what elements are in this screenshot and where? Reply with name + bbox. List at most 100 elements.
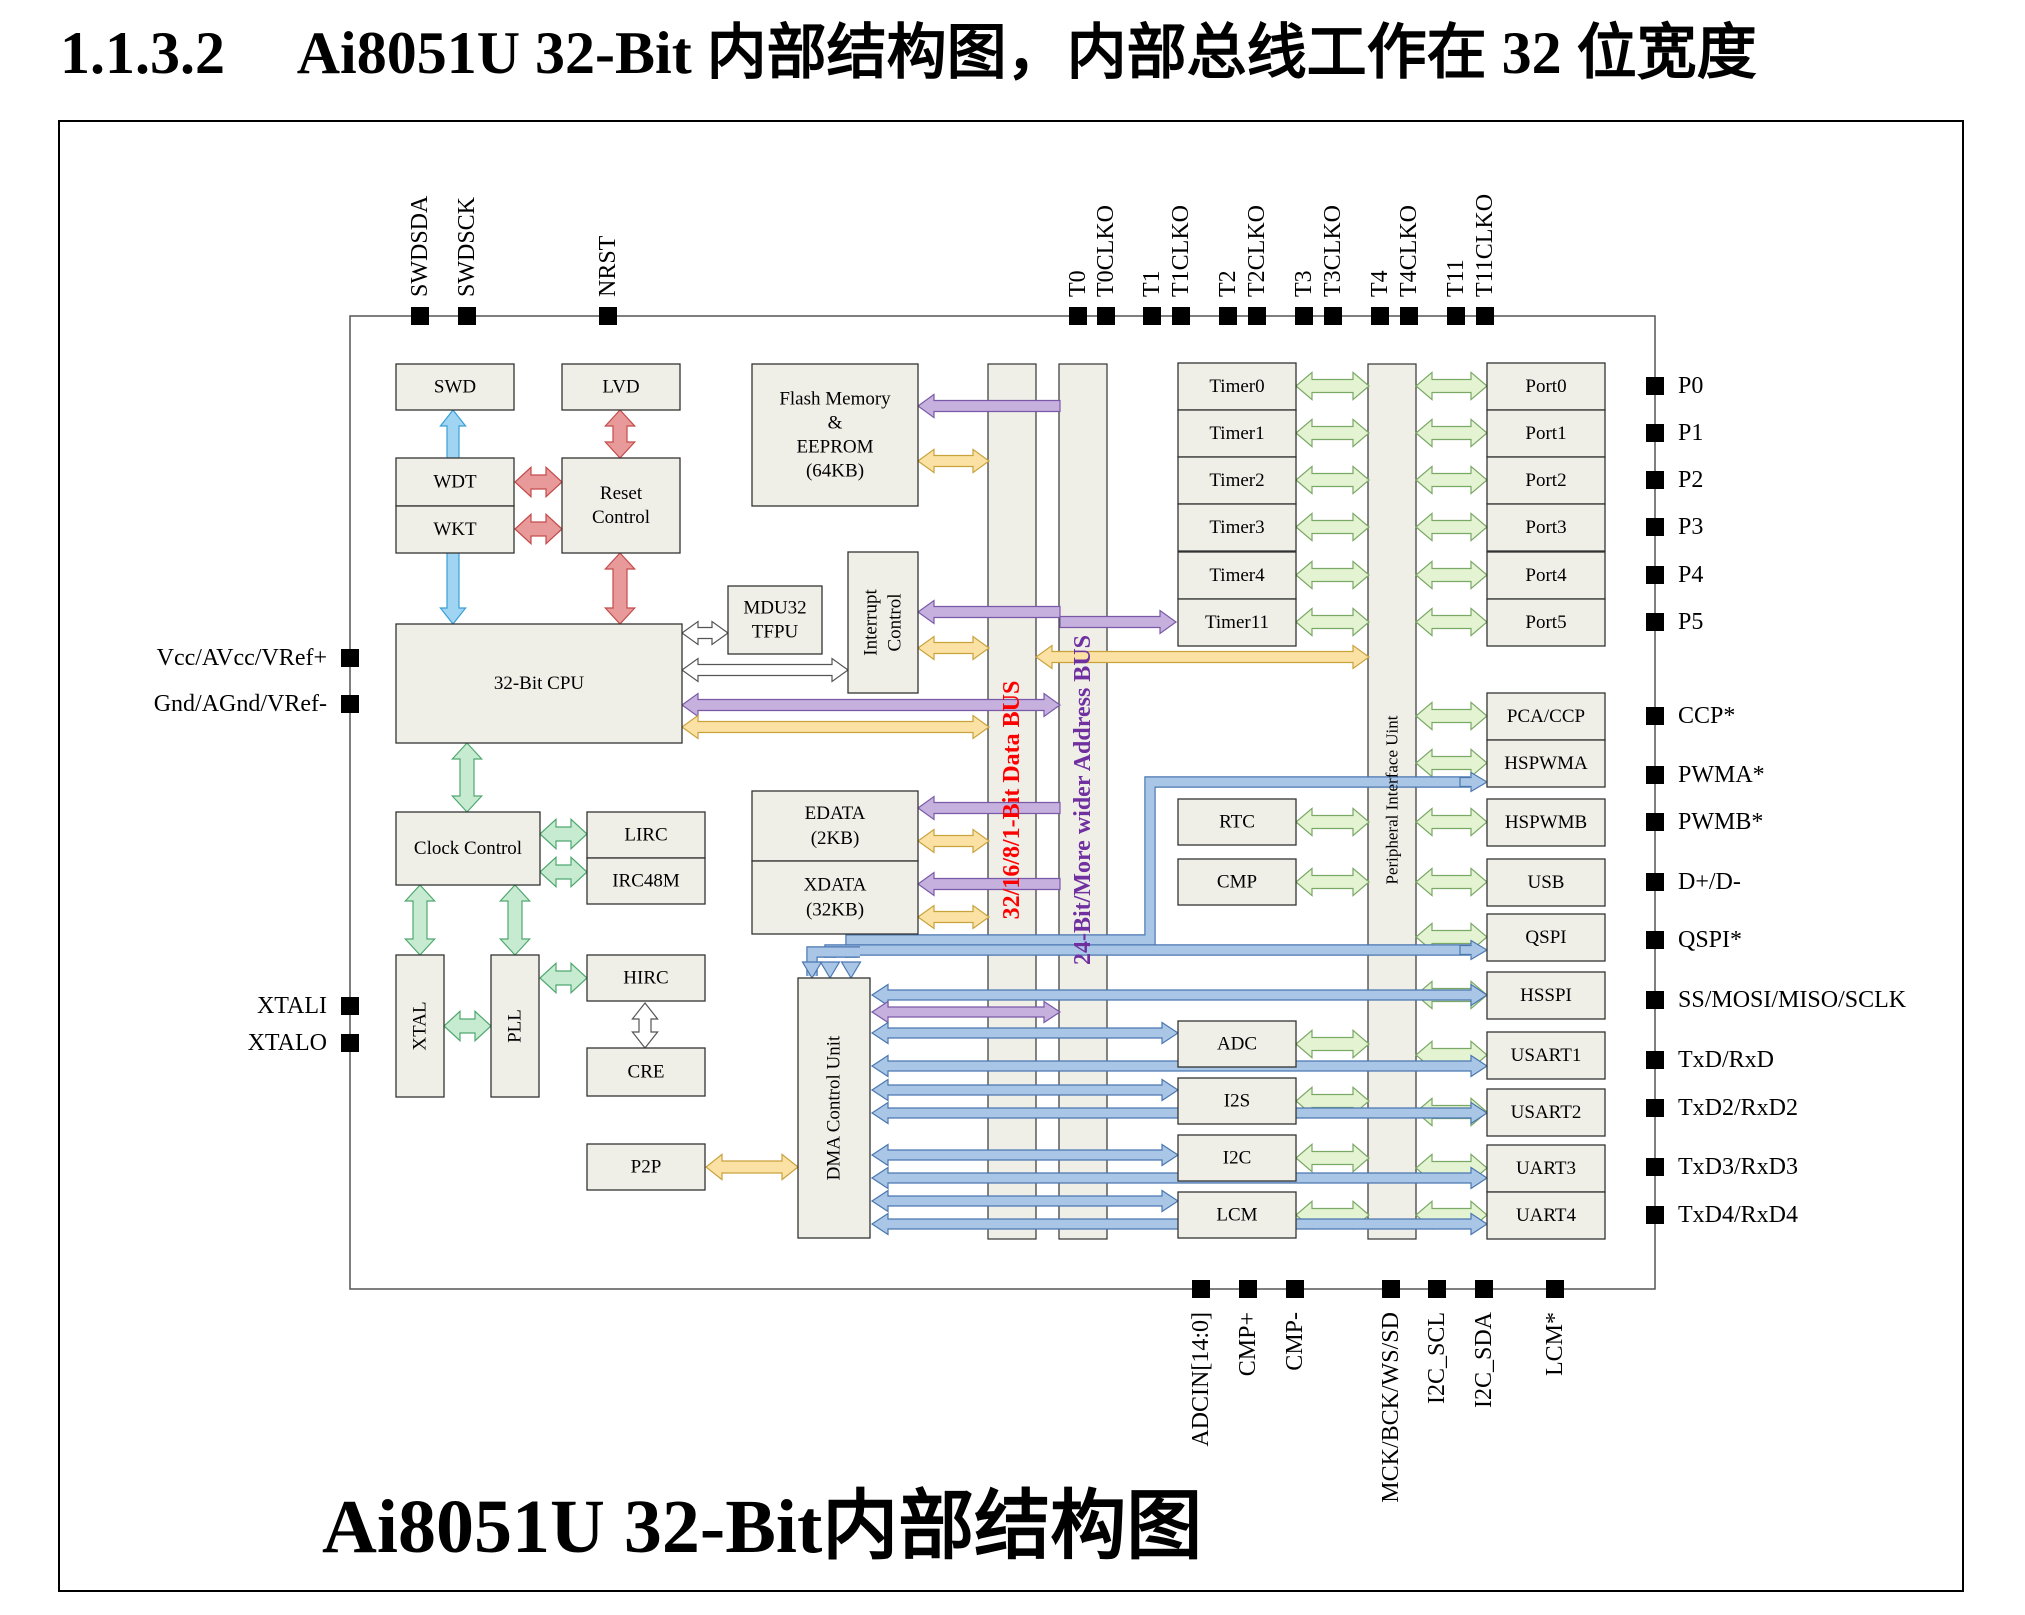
cmp-block [1177, 858, 1297, 906]
pin-label-top-6: T1CLKO [1168, 205, 1194, 297]
pin-right-11 [1646, 991, 1664, 1009]
pin-top-3 [1069, 307, 1087, 325]
addr-timer11-arrow [1059, 609, 1178, 635]
pin-top-8 [1248, 307, 1266, 325]
pin-bottom-3 [1382, 1280, 1400, 1298]
wdt-block [395, 457, 515, 507]
timer1-piu-arrow [1295, 418, 1370, 448]
addr-int-arrow [916, 599, 1061, 625]
pin-right-12 [1646, 1051, 1664, 1069]
pin-label-bottom-1: CMP+ [1235, 1312, 1261, 1376]
clock-control-block-label: Clock Control [414, 838, 522, 859]
pin-label-right-9: D+/D- [1678, 869, 1741, 895]
pin-label-right-11: SS/MOSI/MISO/SCLK [1678, 987, 1907, 1013]
swd-block [395, 363, 515, 411]
i2c-block [1177, 1134, 1297, 1182]
address-bus-label: 24-Bit/More wider Address BUS [1070, 635, 1096, 965]
pll-block [490, 954, 540, 1098]
addr-xdata-arrow [916, 871, 1061, 897]
reset-control-block-label: Reset [600, 483, 643, 504]
dma-top-arrow-1 [819, 961, 841, 980]
pca-ccp-block-label: PCA/CCP [1507, 706, 1585, 727]
cmp-block-label: CMP [1217, 872, 1257, 893]
usart2-block-label: USART2 [1511, 1102, 1582, 1123]
pin-label-bottom-2: CMP- [1282, 1312, 1308, 1371]
pin-top-0 [411, 307, 429, 325]
pin-left-2 [341, 997, 359, 1015]
peripheral-interface-label: Peripheral Interface Uint [1383, 715, 1402, 884]
pin-label-right-13: TxD2/RxD2 [1678, 1095, 1798, 1121]
addr-edata-arrow [916, 795, 1061, 821]
pin-bottom-1 [1239, 1280, 1257, 1298]
hspwmb-block-label: HSPWMB [1505, 812, 1587, 833]
port2-block-label: Port2 [1525, 470, 1566, 491]
xtal-block [395, 954, 445, 1098]
pin-top-6 [1172, 307, 1190, 325]
usart1-block-label: USART1 [1511, 1045, 1582, 1066]
dma-addr-arrow [870, 1000, 1062, 1024]
mdu32-block-label: MDU32 [743, 598, 806, 619]
timer4-piu-arrow [1295, 560, 1370, 590]
pin-label-bottom-6: LCM* [1542, 1312, 1568, 1376]
timer2-piu-arrow [1295, 465, 1370, 495]
flash-memory-block [751, 363, 919, 507]
hsspi-block [1486, 971, 1606, 1020]
pin-label-right-8: PWMB* [1678, 809, 1763, 835]
cpu-data-arrow [680, 714, 991, 740]
pin-label-right-2: P2 [1678, 467, 1703, 493]
pin-top-13 [1447, 307, 1465, 325]
pin-label-top-9: T3 [1291, 270, 1317, 297]
pin-top-1 [458, 307, 476, 325]
pin-label-left-1: Gnd/AGnd/VRef- [154, 691, 327, 717]
diagram-title: Ai8051U 32-Bit内部结构图 [322, 1485, 1202, 1569]
xdata-block [751, 860, 919, 935]
port1-block-label: Port1 [1525, 423, 1566, 444]
interrupt-control-block-label: Interrupt [861, 589, 882, 656]
pin-bottom-4 [1428, 1280, 1446, 1298]
pin-label-top-3: T0 [1065, 270, 1091, 297]
pin-label-right-7: PWMA* [1678, 762, 1765, 788]
cre-block-label: CRE [628, 1062, 665, 1083]
timer11-block-label: Timer11 [1205, 612, 1269, 633]
port3-block-label: Port3 [1525, 517, 1566, 538]
lvd-block-label: LVD [602, 377, 639, 398]
pin-label-top-12: T4CLKO [1396, 205, 1422, 297]
rtc-block-label: RTC [1219, 812, 1255, 833]
section-heading: 1.1.3.2 Ai8051U 32-Bit 内部结构图，内部总线工作在 32 … [60, 4, 1757, 91]
port4-block-label: Port4 [1525, 565, 1567, 586]
pin-label-top-13: T11 [1443, 259, 1469, 297]
reset-control-block [561, 457, 681, 554]
section-number: 1.1.3.2 [60, 20, 225, 86]
pca-ccp-block [1486, 692, 1606, 741]
adc-block-label: ADC [1217, 1034, 1257, 1055]
hspwma-block-label: HSPWMA [1504, 753, 1588, 774]
flash-memory-block-label: Flash Memory [779, 389, 891, 410]
pin-right-0 [1646, 377, 1664, 395]
i2c-piu-arrow [1295, 1142, 1370, 1174]
pin-right-13 [1646, 1099, 1664, 1117]
cmp-piu-arrow [1295, 867, 1370, 897]
lvd-block [561, 363, 681, 411]
data-bus-label: 32/16/8/1-Bit Data BUS [999, 681, 1025, 920]
pin-bottom-0 [1192, 1280, 1210, 1298]
timer1-block [1177, 409, 1297, 458]
lcm-block-label: LCM [1216, 1205, 1257, 1226]
int-data-arrow [916, 635, 991, 661]
port0-block-label: Port0 [1525, 376, 1566, 397]
data-piu-arrow [1034, 644, 1371, 670]
pin-right-15 [1646, 1206, 1664, 1224]
pin-right-10 [1646, 931, 1664, 949]
flash-data-arrow [916, 448, 991, 474]
xtal-block-label: XTAL [410, 1001, 431, 1050]
cpu-block-label: 32-Bit CPU [494, 673, 585, 694]
usart2-block [1486, 1088, 1606, 1137]
pin-right-6 [1646, 707, 1664, 725]
pin-top-5 [1143, 307, 1161, 325]
adc-piu-arrow [1295, 1028, 1370, 1060]
usb-block-label: USB [1528, 872, 1565, 893]
uart4-block-label: UART4 [1516, 1205, 1577, 1226]
edata-data-arrow [916, 828, 991, 854]
